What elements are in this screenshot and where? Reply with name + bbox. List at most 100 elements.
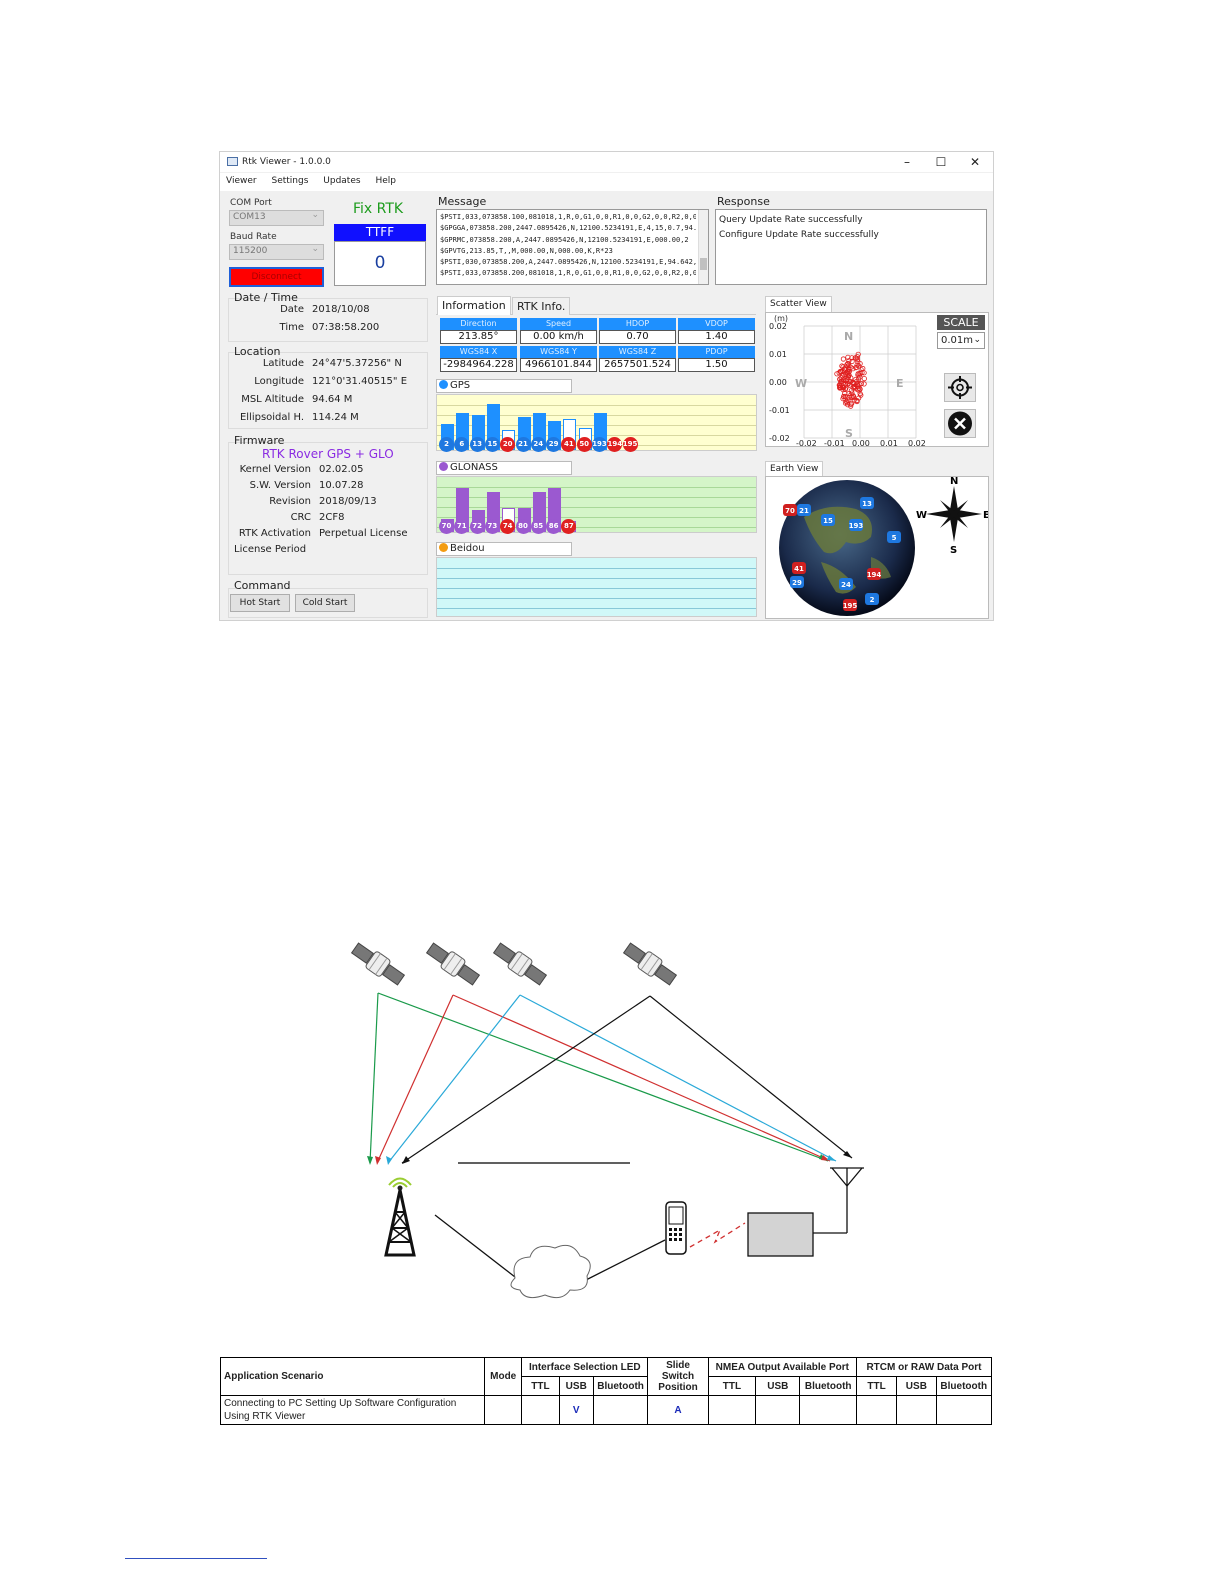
com-port-select[interactable]: COM13 xyxy=(229,210,324,226)
satellite-prn: 6 xyxy=(454,437,470,452)
th-application-scenario: Application Scenario xyxy=(219,1357,486,1396)
th-usb: USB xyxy=(558,1376,594,1396)
response-log[interactable]: Query Update Rate successfully Configure… xyxy=(715,209,987,285)
tab-earth-view[interactable]: Earth View xyxy=(765,461,824,477)
scatter-y-tick: 0.00 xyxy=(769,378,787,387)
th-bluetooth: Bluetooth xyxy=(799,1376,857,1396)
satellite-icon xyxy=(492,942,548,986)
scatter-point xyxy=(843,385,849,391)
direction-label: Direction xyxy=(440,318,517,330)
scatter-x-tick: -0.02 xyxy=(796,439,817,446)
firmware-name: RTK Rover GPS + GLO xyxy=(262,447,394,461)
app-icon xyxy=(227,157,238,166)
cell-led-usb: V xyxy=(558,1395,594,1425)
wgs84x-label: WGS84 X xyxy=(440,346,517,358)
speed-cell: Speed 0.00 km/h xyxy=(520,318,597,344)
minimize-button[interactable]: – xyxy=(904,155,910,169)
scatter-point xyxy=(856,385,862,391)
menu-viewer[interactable]: Viewer xyxy=(226,176,257,186)
cell-mode xyxy=(484,1395,523,1425)
svg-text:21: 21 xyxy=(799,507,809,515)
glonass-dot-icon xyxy=(439,462,448,471)
cell-rtcm-bt xyxy=(935,1395,993,1425)
svg-text:194: 194 xyxy=(867,571,882,579)
crosshair-icon xyxy=(948,376,972,399)
cold-start-button[interactable]: Cold Start xyxy=(295,594,355,612)
hdop-value: 0.70 xyxy=(599,330,676,344)
center-target-button[interactable] xyxy=(944,373,976,402)
earth-satellite-marker: 195 xyxy=(843,599,858,611)
response-line: Query Update Rate successfully xyxy=(719,215,863,225)
scatter-point xyxy=(837,384,843,390)
baud-rate-select[interactable]: 115200 xyxy=(229,244,324,260)
rtk-activation-value: Perpetual License xyxy=(319,528,408,539)
menu-help[interactable]: Help xyxy=(375,176,396,186)
internet-cloud-icon xyxy=(510,1244,591,1299)
svg-text:70: 70 xyxy=(785,507,795,515)
scatter-point xyxy=(848,403,854,409)
latitude-value: 24°47'5.37256" N xyxy=(312,358,402,369)
row-scenario: Connecting to PC Setting Up Software Con… xyxy=(219,1395,486,1425)
th-mode: Mode xyxy=(484,1357,523,1396)
cell-rtcm-usb xyxy=(896,1395,937,1425)
menu-settings[interactable]: Settings xyxy=(271,176,309,186)
earth-satellite-marker: 2 xyxy=(865,593,879,605)
satellite-prn: 20 xyxy=(500,437,516,452)
wgs84z-label: WGS84 Z xyxy=(599,346,676,358)
svg-text:193: 193 xyxy=(849,522,864,530)
close-button[interactable]: ✕ xyxy=(969,155,981,169)
revision-value: 2018/09/13 xyxy=(319,496,377,507)
scale-select[interactable]: 0.01m⌄ xyxy=(937,332,985,349)
scatter-y-tick: 0.02 xyxy=(769,322,787,331)
scatter-point xyxy=(854,356,861,362)
compass-w: W xyxy=(916,510,927,521)
th-bluetooth: Bluetooth xyxy=(935,1376,993,1396)
satellite-icon xyxy=(425,942,481,986)
message-log[interactable]: $PSTI,033,073858.100,081018,1,R,0,G1,0,0… xyxy=(436,209,709,285)
compass-rose-icon: N S E W xyxy=(916,476,990,556)
scatter-point xyxy=(861,375,867,382)
scatter-point xyxy=(858,366,864,373)
tab-information[interactable]: Information xyxy=(437,296,511,315)
message-line: $GPRMC,073858.200,A,2447.0895426,N,12100… xyxy=(440,235,689,244)
location-group xyxy=(228,352,428,429)
satellite-prn: 80 xyxy=(515,519,531,534)
kernel-value: 02.02.05 xyxy=(319,464,364,475)
th-usb: USB xyxy=(896,1376,937,1396)
glonass-header: GLONASS xyxy=(436,461,572,475)
revision-label: Revision xyxy=(269,496,311,507)
menu-bar: Viewer Settings Updates Help xyxy=(220,173,993,191)
satellite-prn: 74 xyxy=(500,519,516,534)
cell-led-bt xyxy=(592,1395,649,1425)
th-interface-led: Interface Selection LED xyxy=(521,1357,649,1377)
tab-rtk-info[interactable]: RTK Info. xyxy=(512,297,571,315)
clear-scatter-button[interactable] xyxy=(944,409,976,438)
scatter-point xyxy=(859,369,865,376)
th-bluetooth: Bluetooth xyxy=(592,1376,649,1396)
menu-updates[interactable]: Updates xyxy=(323,176,361,186)
disconnect-button[interactable]: Disconnect xyxy=(229,267,324,287)
chevron-down-icon: ⌄ xyxy=(973,335,981,345)
title-bar: Rtk Viewer - 1.0.0.0 – ☐ ✕ xyxy=(220,152,993,172)
earth-satellite-marker: 29 xyxy=(790,576,804,588)
svg-text:195: 195 xyxy=(843,602,858,610)
firmware-group xyxy=(228,442,428,575)
maximize-button[interactable]: ☐ xyxy=(935,155,947,169)
tab-scatter-view[interactable]: Scatter View xyxy=(765,296,832,313)
hot-start-button[interactable]: Hot Start xyxy=(230,594,290,612)
scatter-y-tick: -0.01 xyxy=(769,406,790,415)
message-scrollbar[interactable] xyxy=(698,210,708,284)
beidou-snr-chart xyxy=(436,557,757,617)
scatter-point xyxy=(850,395,856,401)
scatter-w-label: W xyxy=(795,377,807,390)
beidou-title: Beidou xyxy=(450,543,485,554)
satellite-icon xyxy=(622,942,678,986)
scatter-point xyxy=(849,358,855,365)
satellite-prn: 41 xyxy=(561,437,577,452)
datetime-title: Date / Time xyxy=(234,291,298,304)
scatter-x-tick: 0.02 xyxy=(908,439,926,446)
scatter-point xyxy=(845,354,851,360)
footnote-rule xyxy=(125,1558,267,1559)
satellite-prn: 85 xyxy=(530,519,546,534)
